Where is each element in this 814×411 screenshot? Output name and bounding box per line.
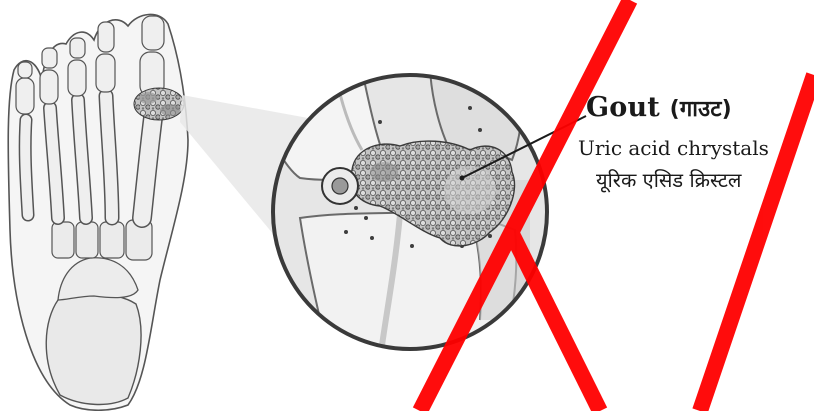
gout-title: Gout (गाउट)	[586, 92, 732, 123]
gout-title-hindi: (गाउट)	[670, 97, 732, 122]
foot-skeleton-illustration	[8, 14, 188, 410]
foot-gout-deposit	[134, 88, 184, 120]
crystals-label-english: Uric acid chrystals	[578, 136, 769, 160]
magnified-joint-illustration	[270, 60, 550, 360]
crystals-label-hindi: यूरिक एसिड क्रिस्टल	[596, 166, 741, 193]
gout-title-english: Gout	[586, 92, 660, 123]
